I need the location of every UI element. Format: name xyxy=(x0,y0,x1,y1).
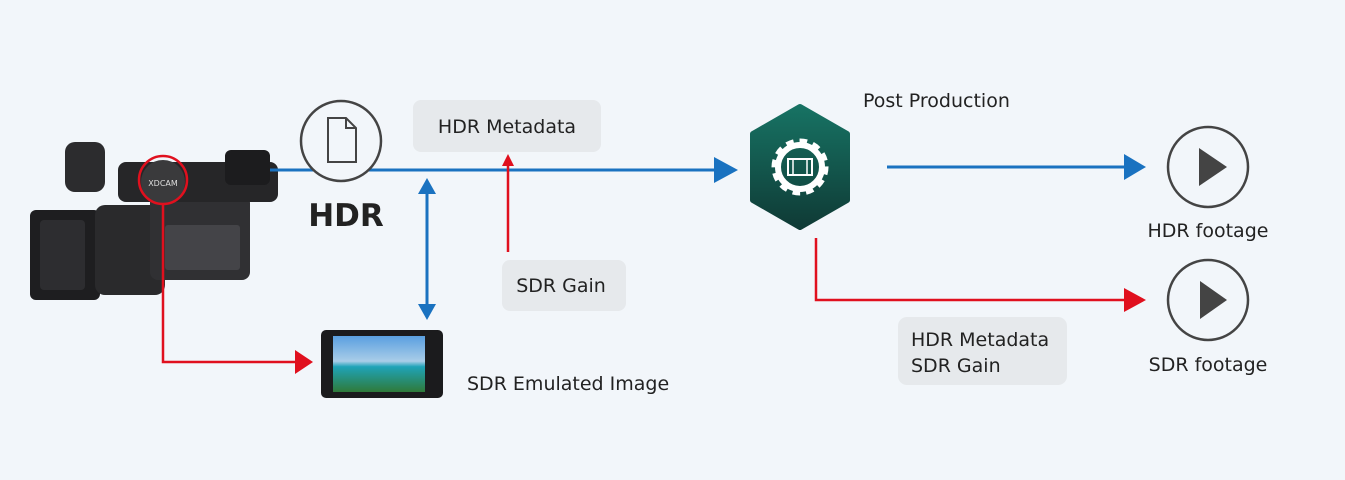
camcorder-image: XDCAM xyxy=(30,142,278,300)
sdr-gain-box xyxy=(502,260,626,311)
post-production-hexagon xyxy=(750,104,850,230)
hdr-file-circle xyxy=(299,99,383,183)
play-icon[interactable] xyxy=(1199,148,1227,186)
hdr-footage-label: HDR footage xyxy=(1148,220,1269,242)
sdr-output-line xyxy=(814,238,1128,302)
arrow-head xyxy=(418,304,436,320)
arrow-head xyxy=(714,157,738,183)
output-gain-line: SDR Gain xyxy=(911,355,1001,377)
hdr-footage-circle[interactable] xyxy=(1166,125,1250,209)
sdr-footage-label: SDR footage xyxy=(1149,354,1268,376)
metadata-label: HDR Metadata xyxy=(438,116,576,138)
gear-film-icon xyxy=(771,138,829,196)
document-icon xyxy=(327,117,357,163)
arrow-head xyxy=(502,154,514,166)
lcd-monitor-image xyxy=(321,330,443,398)
arrow-head xyxy=(295,350,313,374)
output-metadata-box xyxy=(898,317,1067,385)
sdr-gain-label: SDR Gain xyxy=(516,275,606,297)
post-production-label: Post Production xyxy=(863,90,1010,112)
hdr-label: HDR xyxy=(308,198,384,234)
monitor-label: SDR Emulated Image xyxy=(467,373,669,395)
sdr-footage-circle[interactable] xyxy=(1166,258,1250,342)
sdr-emulation-line xyxy=(161,205,298,364)
highlight-circle xyxy=(137,154,189,206)
metadata-box xyxy=(413,100,601,152)
arrow-head xyxy=(1124,154,1146,180)
camera-brand: XDCAM xyxy=(148,179,178,188)
output-metadata-line: HDR Metadata xyxy=(911,329,1049,351)
play-icon[interactable] xyxy=(1200,281,1227,319)
arrow-head xyxy=(418,178,436,194)
arrow-head xyxy=(1124,288,1146,312)
